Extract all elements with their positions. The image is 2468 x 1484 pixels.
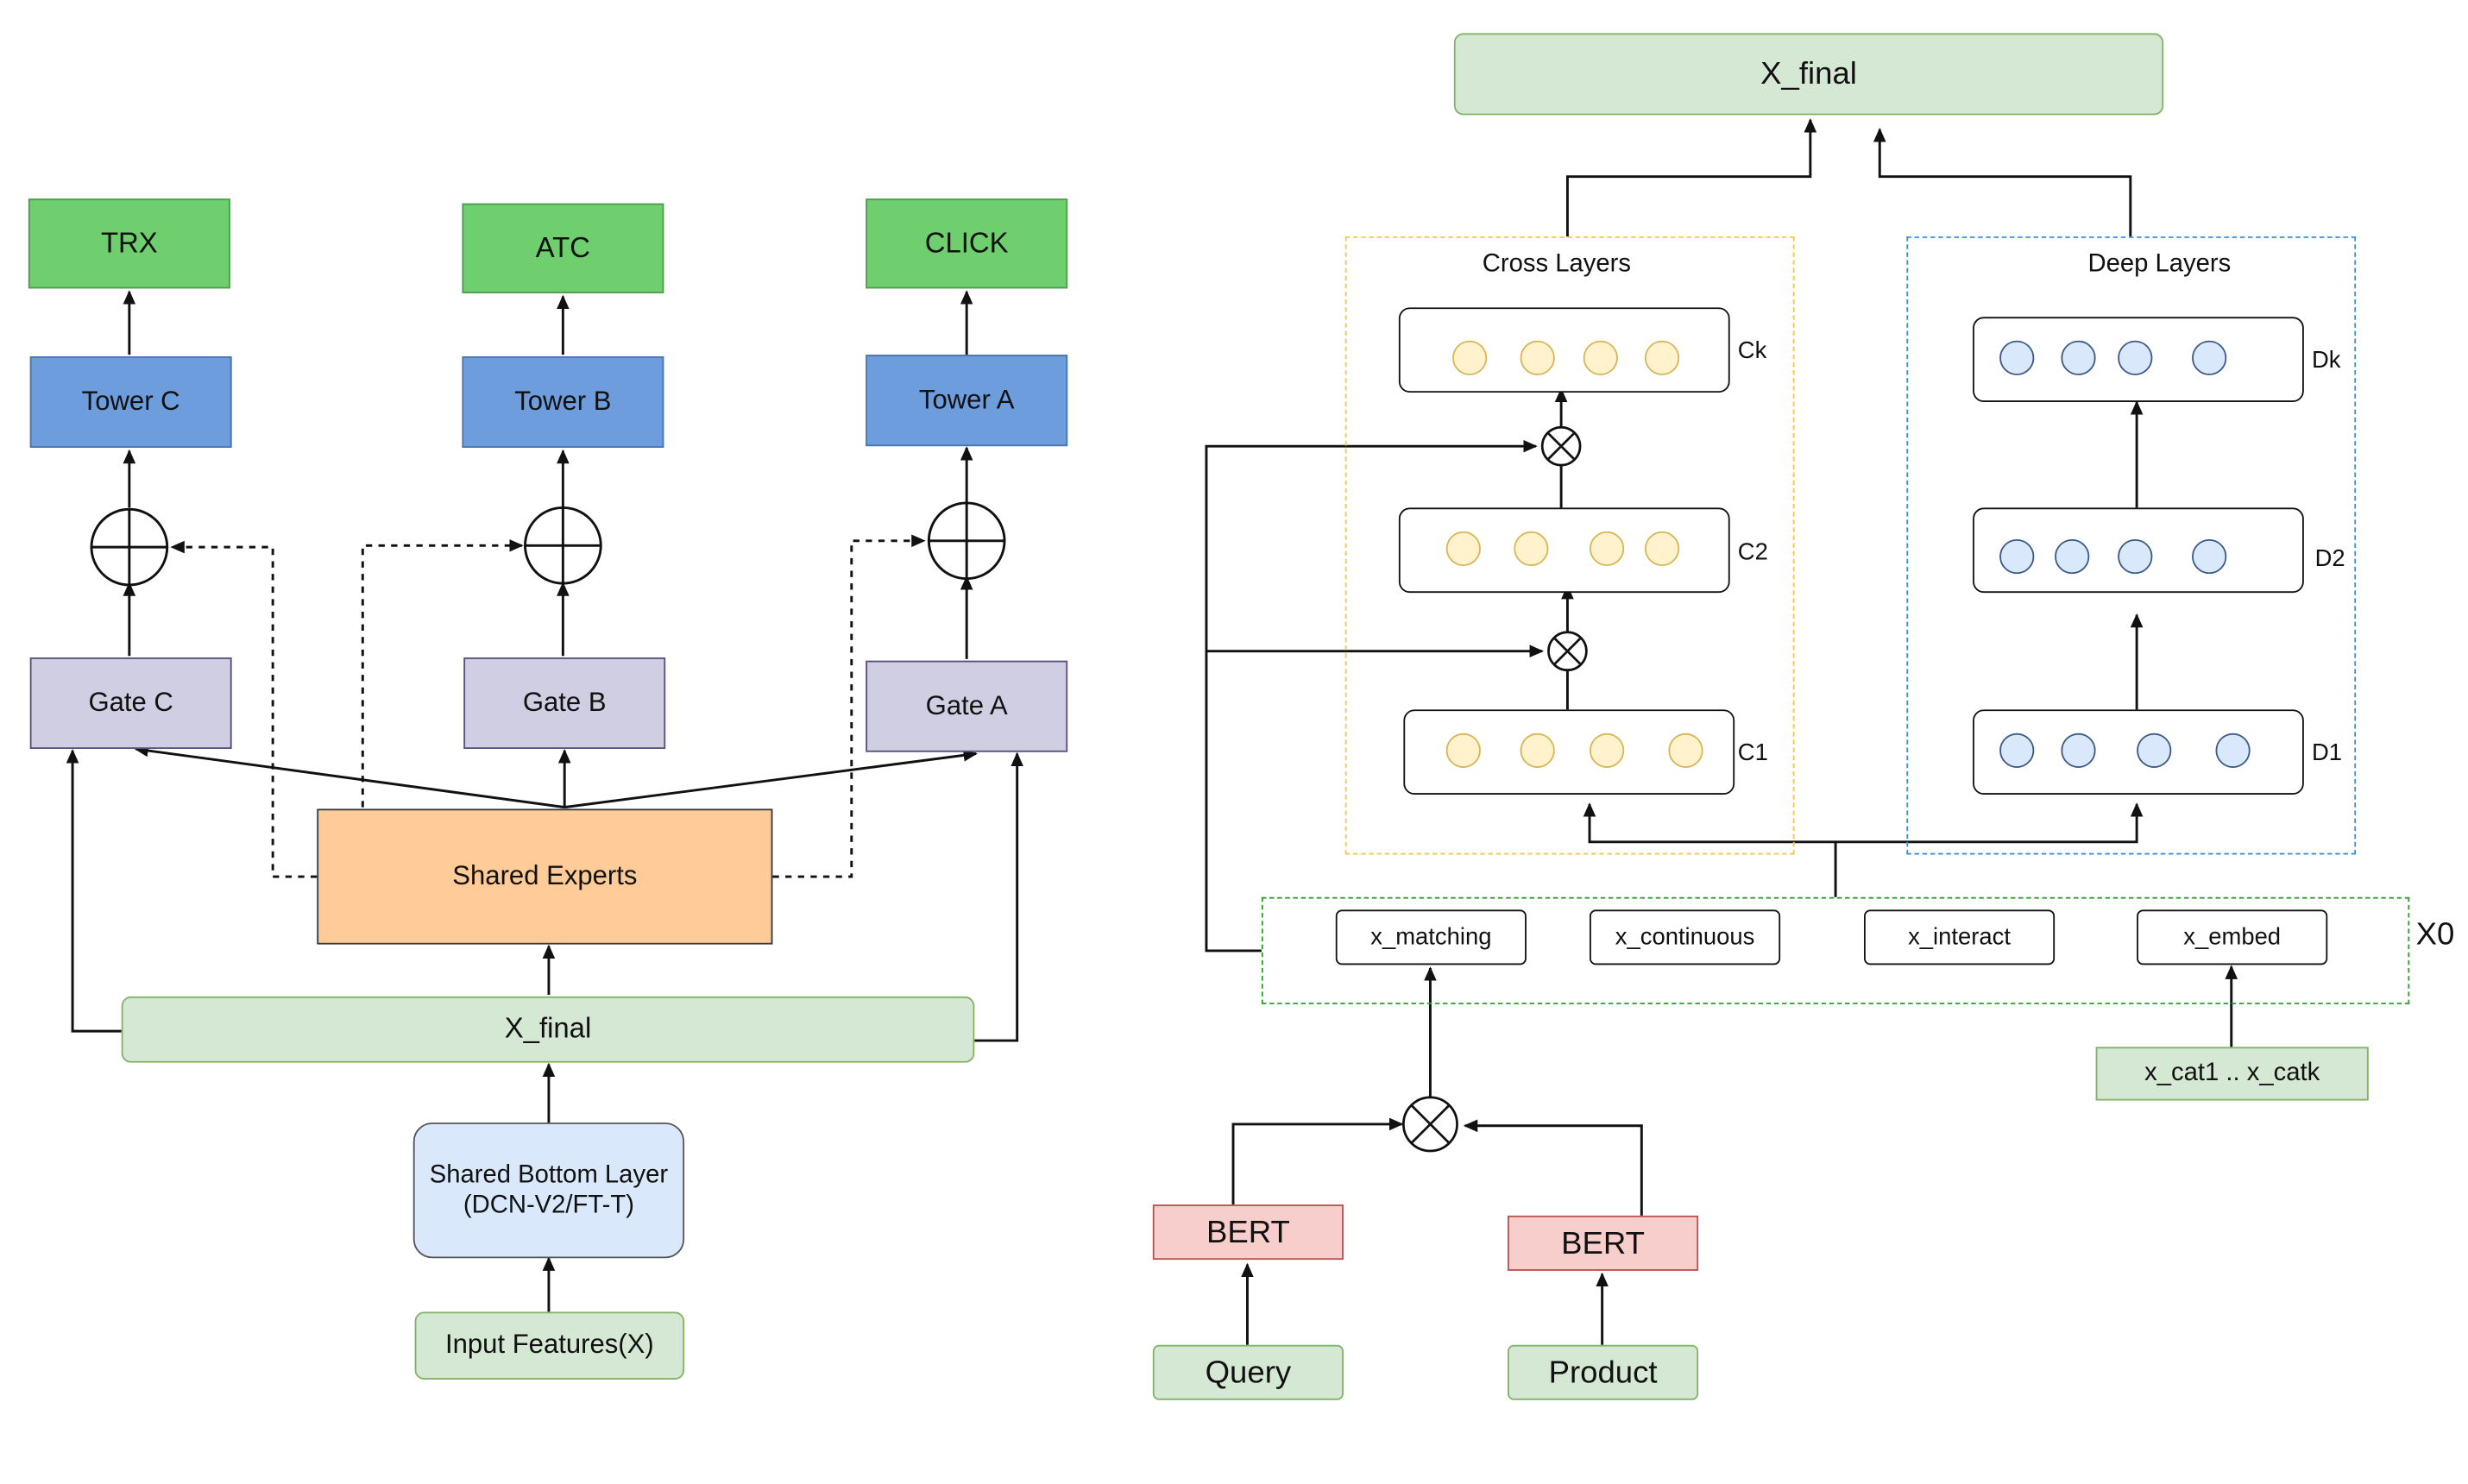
tower-c: Tower C xyxy=(29,355,232,448)
deep-layers-region xyxy=(1906,236,2357,855)
deep-node-icon xyxy=(2118,538,2153,575)
cross-node-icon xyxy=(1445,733,1481,768)
cross-node-icon xyxy=(1520,340,1555,375)
deep-node-icon xyxy=(2118,340,2153,375)
cross-node-icon xyxy=(1514,531,1549,567)
gate-c: Gate C xyxy=(29,657,232,750)
cross-node-icon xyxy=(1644,340,1680,375)
shared-bottom-line1: Shared Bottom Layer xyxy=(429,1161,669,1189)
cross-node-icon xyxy=(1583,340,1618,375)
bert-product: BERT xyxy=(1507,1215,1699,1271)
deep-layers-title: Deep Layers xyxy=(2087,250,2232,278)
dashed-experts-to-sum-b xyxy=(361,538,524,808)
sum-circle-b xyxy=(524,506,602,585)
deep-node-icon xyxy=(2192,538,2227,575)
right-x-final: X_final xyxy=(1453,33,2164,116)
deep-node-icon xyxy=(1999,733,2035,768)
query-input: Query xyxy=(1152,1344,1344,1400)
cross-layer-label: C2 xyxy=(1737,538,1768,567)
cross-node-icon xyxy=(1452,340,1488,375)
cross-node-icon xyxy=(1644,531,1680,567)
arrow-x0-to-mult1 xyxy=(1205,439,1538,953)
deep-node-icon xyxy=(2061,340,2096,375)
feature-x-continuous: x_continuous xyxy=(1590,909,1781,965)
feature-x-matching: x_matching xyxy=(1335,909,1527,965)
shared-bottom-line2: (DCN-V2/FT-T) xyxy=(463,1192,635,1219)
cross-layers-region xyxy=(1344,236,1795,855)
left-x-final: X_final xyxy=(121,996,975,1063)
dashed-experts-to-sum-a xyxy=(772,534,926,878)
arrow-x0-to-deep xyxy=(1835,802,2144,844)
deep-node-icon xyxy=(2061,733,2096,768)
tower-a: Tower A xyxy=(866,355,1068,447)
deep-node-icon xyxy=(1999,340,2035,375)
output-atc: ATC xyxy=(462,203,664,293)
arrow-xfinal-to-gate-a xyxy=(974,751,1023,1042)
product-input: Product xyxy=(1507,1344,1699,1400)
deep-layer-label: Dk xyxy=(2311,347,2341,374)
arrow-deep-to-xfinal xyxy=(1873,128,2132,237)
cross-node-icon xyxy=(1445,531,1481,567)
deep-node-icon xyxy=(2055,538,2090,575)
deep-layer-label: D2 xyxy=(2314,545,2345,573)
gate-b: Gate B xyxy=(463,657,666,750)
arrow-bert-product-to-mult3 xyxy=(1463,1119,1643,1216)
sum-circle-a xyxy=(927,501,1006,581)
gate-a: Gate A xyxy=(866,660,1068,752)
shared-bottom-layer: Shared Bottom Layer (DCN-V2/FT-T) xyxy=(412,1122,685,1259)
arrow-x0-to-cross xyxy=(1583,802,1837,897)
output-click: CLICK xyxy=(866,198,1068,289)
cross-node-icon xyxy=(1520,733,1555,768)
arrow-bert-query-to-mult3 xyxy=(1231,1117,1404,1205)
deep-layer-label: D1 xyxy=(2311,739,2343,767)
arrow-cross-to-xfinal xyxy=(1565,118,1817,237)
x0-label: X0 xyxy=(2415,917,2455,953)
tower-b: Tower B xyxy=(462,355,664,448)
multiply-circle-matching xyxy=(1402,1096,1458,1153)
multiply-circle-c2 xyxy=(1547,631,1588,672)
cross-layer-label: C1 xyxy=(1737,739,1768,767)
arrow-experts-to-gate-c xyxy=(134,744,565,809)
deep-node-icon xyxy=(2215,733,2251,768)
arrow-xfinal-to-gate-c xyxy=(66,749,122,1033)
arrow-experts-to-gate-a xyxy=(564,749,978,809)
feature-x-interact: x_interact xyxy=(1863,909,2056,965)
sum-circle-c xyxy=(90,507,169,587)
x0-region xyxy=(1261,896,2410,1005)
categorical-features: x_cat1 .. x_catk xyxy=(2095,1047,2369,1101)
cross-node-icon xyxy=(1590,733,1625,768)
output-trx: TRX xyxy=(28,198,230,289)
shared-experts: Shared Experts xyxy=(317,808,773,945)
deep-node-icon xyxy=(2192,340,2227,375)
cross-node-icon xyxy=(1590,531,1625,567)
cross-layer-label: Ck xyxy=(1737,337,1767,365)
cross-layers-title: Cross Layers xyxy=(1482,250,1631,278)
input-features: Input Features(X) xyxy=(414,1311,685,1380)
deep-node-icon xyxy=(1999,538,2035,575)
deep-node-icon xyxy=(2137,733,2172,768)
cross-node-icon xyxy=(1668,733,1703,768)
feature-x-embed: x_embed xyxy=(2137,909,2328,965)
cross-layer-ck xyxy=(1398,307,1730,393)
multiply-circle-ck xyxy=(1540,425,1582,467)
bert-query: BERT xyxy=(1152,1204,1344,1261)
